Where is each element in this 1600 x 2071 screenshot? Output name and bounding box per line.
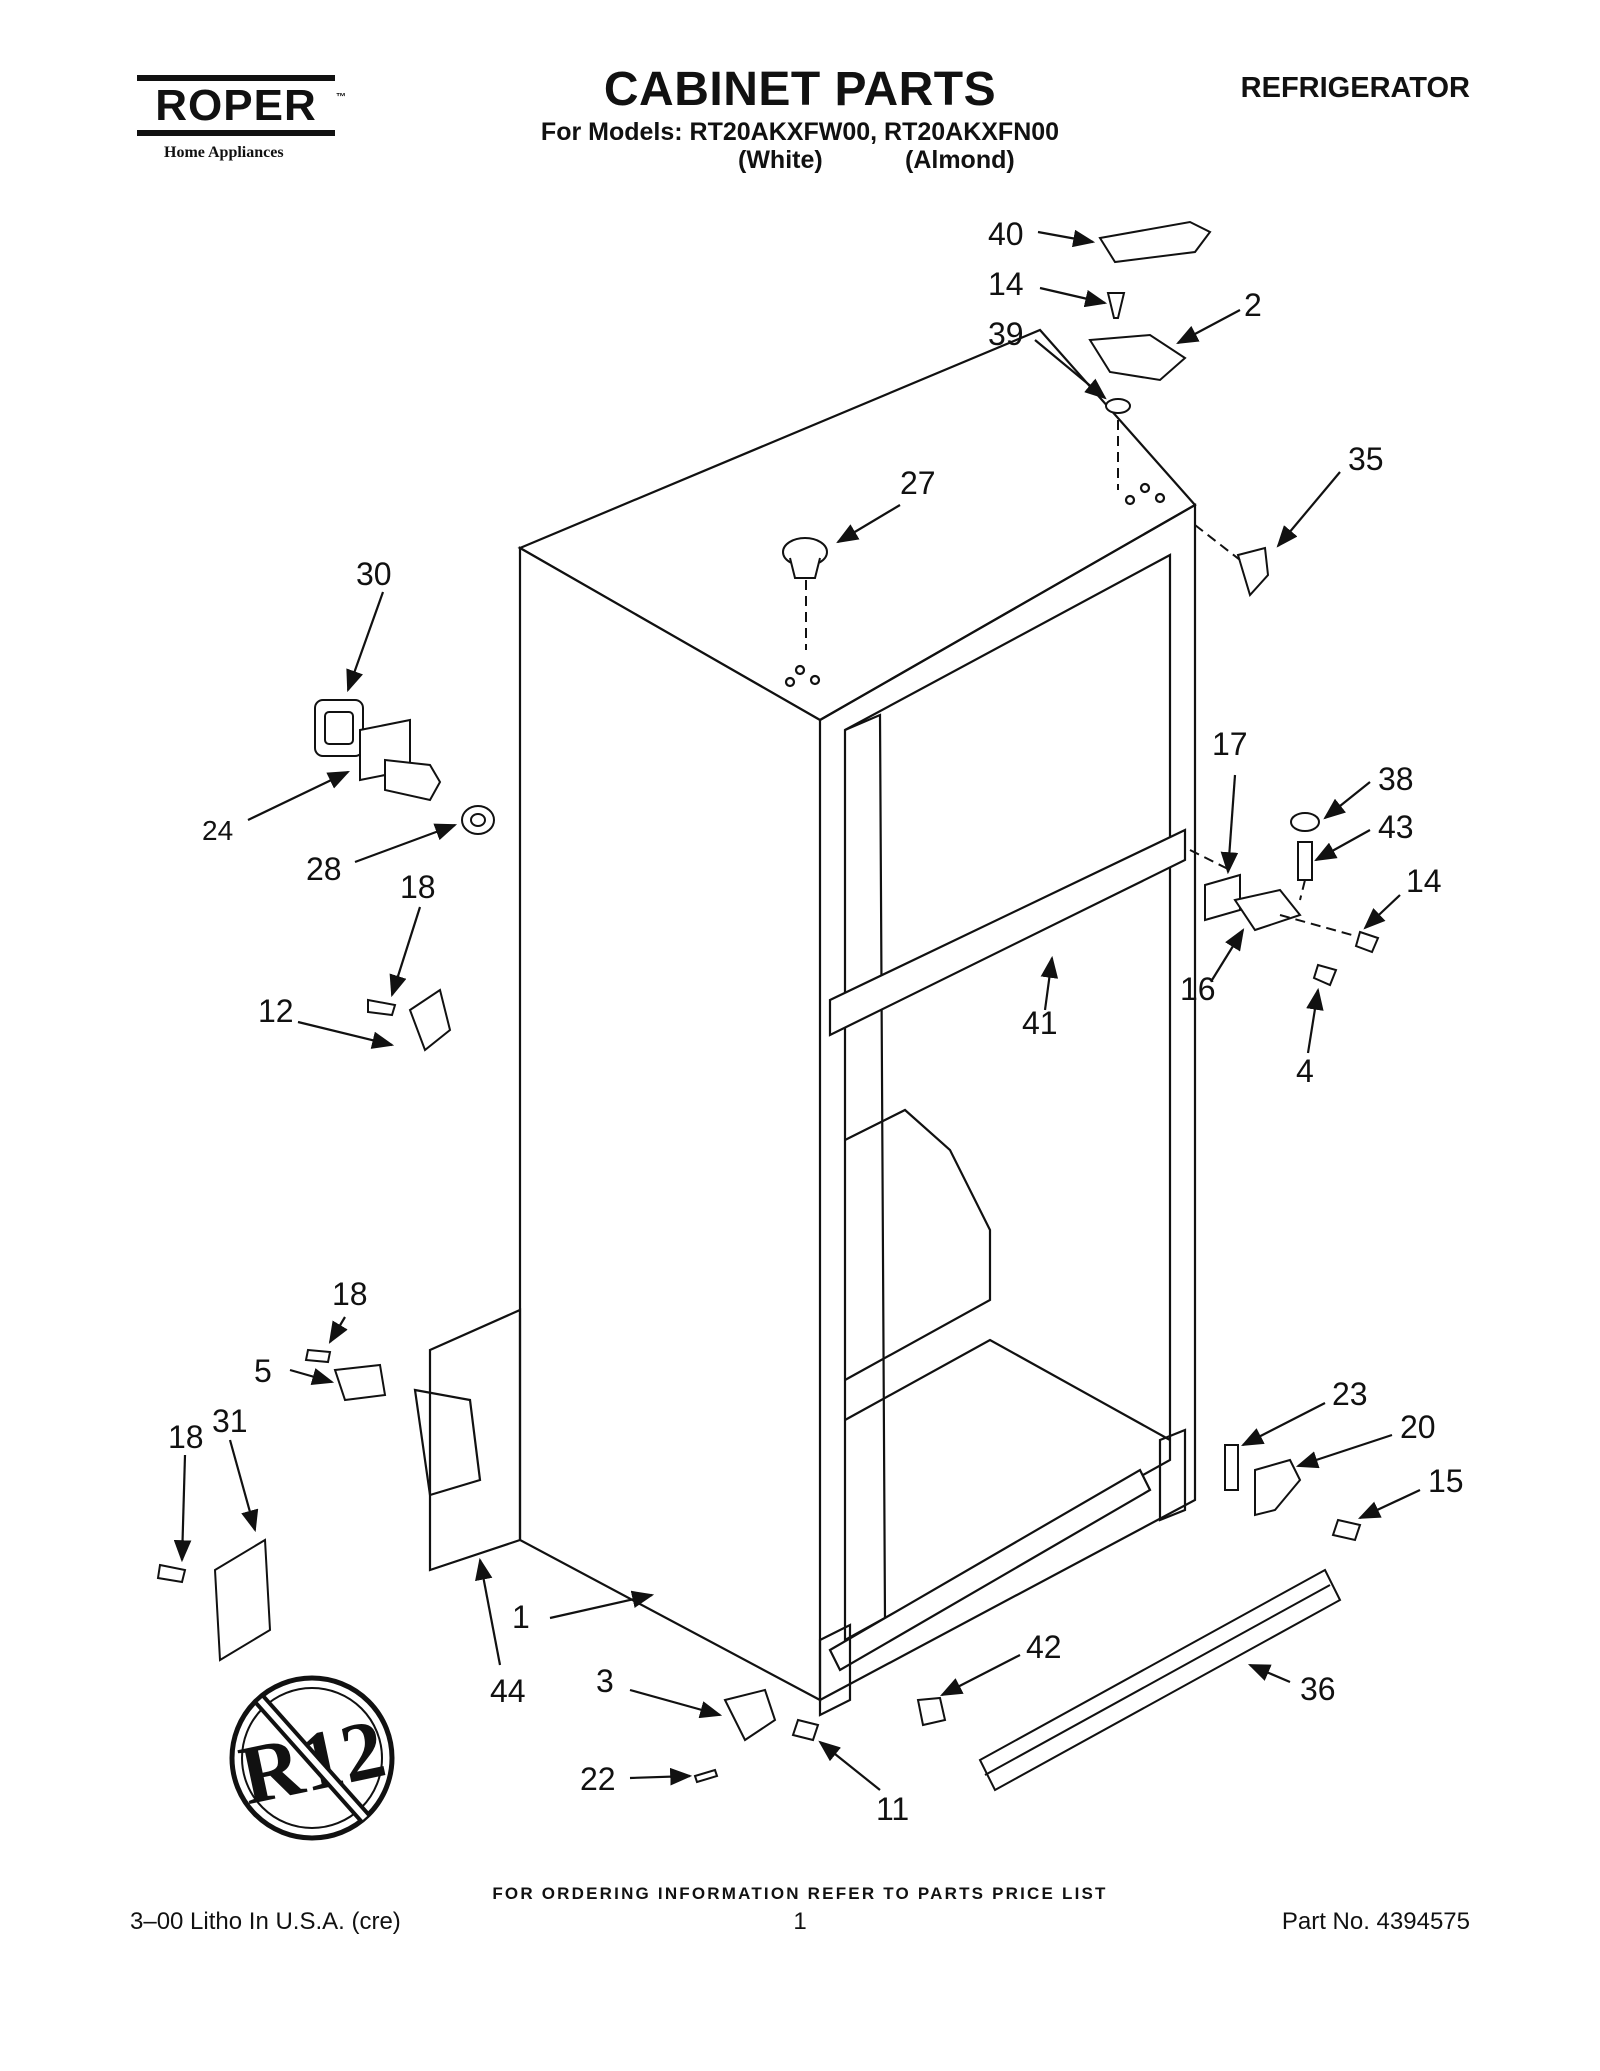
callout-43: 43: [1378, 809, 1414, 845]
litho-note: 3–00 Litho In U.S.A. (cre): [130, 1908, 401, 1935]
callout-14: 14: [988, 266, 1024, 302]
callout-41: 41: [1022, 1005, 1058, 1041]
parts-drawing: [156, 220, 1380, 1792]
ordering-note: FOR ORDERING INFORMATION REFER TO PARTS …: [492, 1884, 1108, 1903]
variant-almond: (Almond): [905, 146, 1015, 174]
callout-18: 18: [168, 1419, 204, 1455]
callout-14: 14: [1406, 863, 1442, 899]
callout-1: 1: [512, 1599, 530, 1635]
no-r12-badge: R12: [229, 1675, 395, 1841]
product-type: REFRIGERATOR: [1240, 72, 1470, 104]
callout-40: 40: [988, 216, 1024, 252]
leader-lines: [173, 229, 1421, 1791]
callout-44: 44: [490, 1673, 526, 1709]
callout-12: 12: [258, 993, 294, 1029]
logo-frame-icon: [137, 75, 335, 136]
callout-2: 2: [1244, 287, 1262, 323]
callout-24: 24: [202, 815, 233, 846]
cabinet-drawing: [413, 328, 1197, 1717]
callout-5: 5: [254, 1353, 272, 1389]
page-number: 1: [793, 1908, 807, 1935]
logo-trademark: ™: [336, 92, 346, 103]
part-number: Part No. 4394575: [1281, 1908, 1470, 1935]
assembly-lines: [805, 420, 1353, 936]
callout-28: 28: [306, 851, 342, 887]
callout-39: 39: [988, 316, 1024, 352]
models-line: For Models: RT20AKXFW00, RT20AKXFN00: [540, 118, 1060, 146]
callout-36: 36: [1300, 1671, 1336, 1707]
callout-labels: 40 14 2 39 35 27 30 24 28 18 12 17 38 43…: [168, 216, 1464, 1827]
callout-16: 16: [1180, 971, 1216, 1007]
callout-18: 18: [400, 869, 436, 905]
variant-white: (White): [738, 146, 823, 174]
roper-logo: ROPER ™ Home Appliances: [136, 74, 356, 166]
logo-wordmark: ROPER: [155, 81, 317, 130]
callout-17: 17: [1212, 726, 1248, 762]
callout-15: 15: [1428, 1463, 1464, 1499]
callout-22: 22: [580, 1761, 616, 1797]
callout-18: 18: [332, 1276, 368, 1312]
callout-35: 35: [1348, 441, 1384, 477]
callout-31: 31: [212, 1403, 248, 1439]
callout-38: 38: [1378, 761, 1414, 797]
page-title: CABINET PARTS: [603, 63, 997, 116]
callout-42: 42: [1026, 1629, 1062, 1665]
callout-3: 3: [596, 1663, 614, 1699]
logo-subtitle: Home Appliances: [164, 144, 284, 161]
callout-23: 23: [1332, 1376, 1368, 1412]
callout-4: 4: [1296, 1053, 1314, 1089]
callout-27: 27: [900, 465, 936, 501]
callout-20: 20: [1400, 1409, 1436, 1445]
callout-30: 30: [356, 556, 392, 592]
callout-11: 11: [876, 1791, 909, 1827]
